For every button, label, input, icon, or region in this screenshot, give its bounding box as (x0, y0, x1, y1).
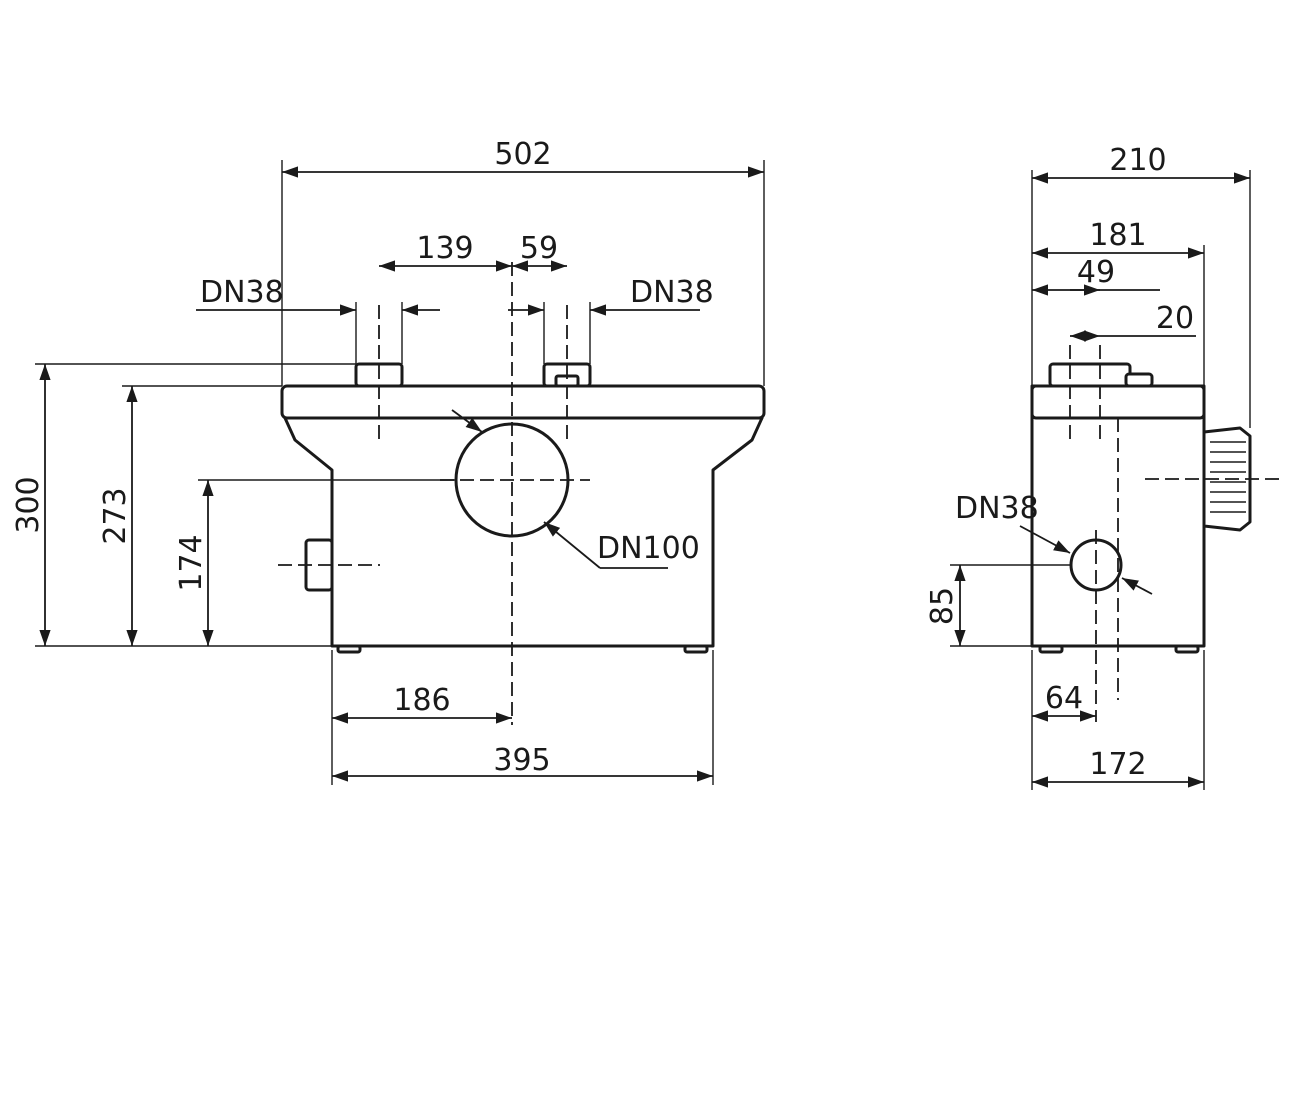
front-view: 502 139 59 DN38 DN38 DN100 300 273 174 1… (11, 137, 766, 785)
side-leader-dn38 (1019, 525, 1071, 554)
side-view: 210 181 49 20 DN38 85 64 172 (925, 143, 1285, 790)
label-502: 502 (494, 137, 551, 172)
side-top-inlet (1048, 362, 1132, 388)
side-foot-right (1174, 644, 1200, 654)
side-label-49: 49 (1077, 255, 1115, 290)
side-label-210: 210 (1109, 143, 1166, 178)
label-186: 186 (393, 683, 450, 718)
side-label-181: 181 (1089, 218, 1146, 253)
leader-dn100-b (543, 521, 601, 569)
front-foot-left (336, 644, 362, 654)
label-273: 273 (98, 487, 133, 544)
label-300: 300 (11, 476, 46, 533)
side-foot-left (1038, 644, 1064, 654)
side-label-dn38: DN38 (955, 491, 1039, 526)
front-foot-right (683, 644, 709, 654)
side-label-64: 64 (1045, 681, 1083, 716)
side-leader-dn38-b (1121, 577, 1153, 595)
front-lid (280, 384, 766, 420)
side-lid (1030, 384, 1206, 420)
side-top-cap (1124, 372, 1154, 388)
side-label-85: 85 (925, 587, 960, 625)
label-dn38-left: DN38 (200, 275, 284, 310)
side-outlet-ribs (1210, 441, 1246, 513)
label-59: 59 (520, 231, 558, 266)
label-dn38-right: DN38 (630, 275, 714, 310)
label-395: 395 (493, 743, 550, 778)
side-label-172: 172 (1089, 747, 1146, 782)
side-label-20: 20 (1156, 301, 1194, 336)
label-139: 139 (416, 231, 473, 266)
label-174: 174 (174, 534, 209, 591)
label-dn100: DN100 (597, 531, 700, 566)
leader-dn100-a (451, 409, 483, 433)
